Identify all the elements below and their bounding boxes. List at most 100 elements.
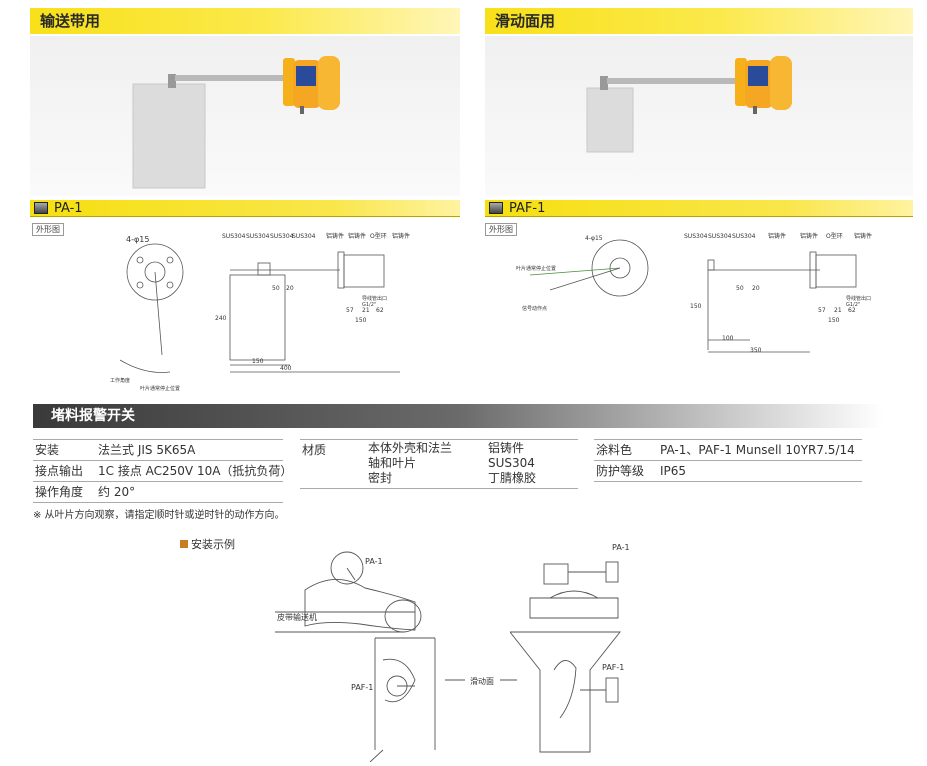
dim-20-r: 20 [752, 285, 760, 292]
dim-400: 400 [280, 365, 292, 372]
dim-50-r: 50 [736, 285, 744, 292]
square-icon [34, 202, 48, 214]
dim-g-r: G1/2" [846, 302, 860, 308]
dim-casting3: 铝铸件 [392, 232, 410, 240]
dim-sus4: SUS304 [292, 233, 316, 240]
spec-ip-val: IP65 [660, 464, 687, 478]
divider [33, 439, 283, 440]
spec-ip-key: 防护等级 [596, 464, 645, 478]
inst-slide: 滑动面 [470, 676, 494, 686]
dim-exit-r: 导线管出口 [846, 295, 871, 302]
spec-install-key: 安装 [35, 443, 60, 457]
spec-color-val: PA-1、PAF-1 Munsell 10YR7.5/14 [660, 443, 855, 457]
spec-output-val: 1C 接点 AC250V 10A（抵抗负荷） [98, 464, 293, 478]
divider [594, 439, 862, 440]
install-diagram-lines: PA-1 皮带输送机 PAF-1 滑动面 [275, 551, 517, 763]
dim-150-r: 150 [828, 317, 840, 324]
spec-install-val: 法兰式 JIS 5K65A [98, 443, 196, 457]
dim-casting-r3: 铝铸件 [854, 232, 872, 240]
spec-output-key: 接点输出 [35, 464, 84, 478]
dim-240: 240 [215, 315, 227, 322]
dim-150a: 150 [355, 317, 367, 324]
dim-150b: 150 [252, 358, 264, 365]
pa1-title: PA-1 [54, 201, 83, 216]
dim-casting2: 铝铸件 [348, 232, 366, 240]
dim-exit: 导线管出口 [362, 295, 387, 302]
divider [33, 502, 283, 503]
dim-sus1: SUS304 [222, 233, 246, 240]
dim-sus3: SUS304 [270, 233, 294, 240]
spec-m2-key: 轴和叶片 [368, 456, 417, 470]
dim-sus2: SUS304 [246, 233, 270, 240]
divider [300, 439, 578, 440]
install-right-lines: PA-1 PAF-1 [509, 543, 630, 753]
product-photo-pa1 [30, 36, 460, 196]
spec-m1-key: 本体外壳和法兰 [368, 441, 453, 455]
dim-62: 62 [376, 307, 384, 314]
dim-blade: 叶片通常停止位置 [140, 385, 180, 392]
dim-21-r: 21 [834, 307, 842, 314]
inst-pa: PA-1 [365, 557, 383, 566]
dim-g: G1/2" [362, 302, 376, 308]
dim-150-rv: 150 [690, 303, 702, 310]
divider [300, 488, 578, 489]
header-conveyor: 输送带用 [30, 8, 460, 34]
spec-angle-val: 约 20° [98, 485, 136, 499]
install-title-text: 安装示例 [191, 538, 235, 551]
divider [33, 460, 283, 461]
dim-work: 工作角度 [110, 377, 130, 384]
drawing-pa1-lines: 4-φ15 SUS304 SUS304 SUS304 SUS304 铝铸件 铝铸… [110, 232, 410, 392]
dim-flange-r: 4-φ15 [585, 235, 603, 242]
header-slide: 滑动面用 [485, 8, 913, 34]
dim-20: 20 [286, 285, 294, 292]
square-icon [489, 202, 503, 214]
product-photo-paf1 [485, 36, 913, 196]
spec-m3-val: 丁腈橡胶 [488, 471, 537, 485]
dim-signal-r: 信号动作点 [522, 305, 547, 312]
spec-m3-key: 密封 [368, 471, 393, 485]
dim-sus-r2: SUS304 [708, 233, 732, 240]
square-bullet-icon [180, 540, 188, 548]
product-pa1-image [132, 56, 340, 189]
inst-pa-right: PA-1 [612, 543, 630, 552]
divider [594, 481, 862, 482]
install-diagram-right: PA-1 PAF-1 [509, 540, 650, 762]
drawing-pa1: 4-φ15 SUS304 SUS304 SUS304 SUS304 铝铸件 铝铸… [100, 230, 460, 395]
dim-100-r: 100 [722, 335, 734, 342]
outline-tag-left: 外形图 [32, 223, 64, 236]
spec-color-key: 涂料色 [596, 443, 633, 457]
spec-m2-val: SUS304 [488, 456, 535, 470]
dim-sus-r1: SUS304 [684, 233, 708, 240]
spec-angle-key: 操作角度 [35, 485, 84, 499]
drawing-paf1: 4-φ15 SUS304 SUS304 SUS304 铝铸件 铝铸件 O型环 铝… [510, 230, 910, 395]
dim-57-r: 57 [818, 307, 826, 314]
dim-50: 50 [272, 285, 280, 292]
dim-62-r: 62 [848, 307, 856, 314]
inst-paf: PAF-1 [351, 683, 373, 692]
dim-350-r: 350 [750, 347, 762, 354]
paf1-title: PAF-1 [509, 201, 546, 216]
dim-casting-r1: 铝铸件 [768, 232, 786, 240]
note: ※ 从叶片方向观察，请指定顺时针或逆时针的动作方向。 [33, 510, 285, 521]
inst-belt: 皮带输送机 [277, 612, 317, 622]
bar-paf1: PAF-1 [485, 200, 913, 217]
inst-paf-right: PAF-1 [602, 663, 624, 672]
install-diagram: PA-1 皮带输送机 PAF-1 滑动面 [265, 540, 645, 763]
divider [33, 481, 283, 482]
section-title: 堵料报警开关 [33, 404, 883, 428]
dim-21: 21 [362, 307, 370, 314]
dim-blade-r: 叶片通常停止位置 [516, 265, 556, 272]
spec-material-key: 材质 [302, 443, 327, 457]
divider [594, 460, 862, 461]
dim-casting1: 铝铸件 [326, 232, 344, 240]
dim-oring-r: O型环 [826, 232, 843, 240]
dim-sus-r3: SUS304 [732, 233, 756, 240]
outline-tag-right: 外形图 [485, 223, 517, 236]
bar-pa1: PA-1 [30, 200, 460, 217]
dim-57: 57 [346, 307, 354, 314]
dim-flange: 4-φ15 [126, 235, 149, 244]
product-paf1-image [586, 56, 792, 153]
spec-m1-val: 铝铸件 [488, 441, 525, 455]
drawing-paf1-lines: 4-φ15 SUS304 SUS304 SUS304 铝铸件 铝铸件 O型环 铝… [516, 232, 872, 354]
dim-casting-r2: 铝铸件 [800, 232, 818, 240]
